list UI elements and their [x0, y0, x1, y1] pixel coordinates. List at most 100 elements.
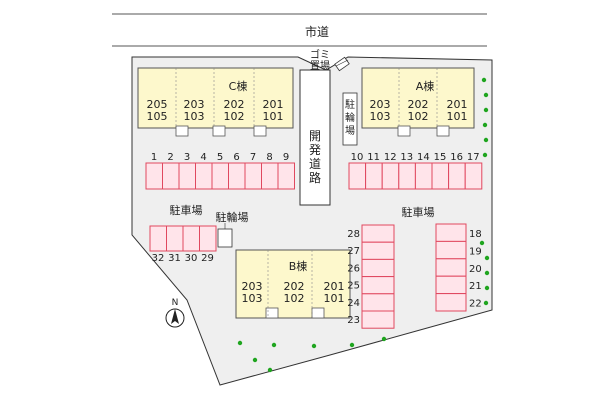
- road-label: 開発道路: [309, 129, 321, 185]
- parking-slot-17: [464, 162, 483, 190]
- tree-icon: [381, 336, 387, 342]
- parking-slot-32: [149, 225, 167, 252]
- parking-number-8: 8: [266, 152, 272, 163]
- parking-slot-24: [361, 293, 395, 312]
- tree-icon: [252, 357, 258, 363]
- tree-icon: [311, 343, 317, 349]
- north-arrow-icon: [171, 309, 179, 324]
- parking-slot-14: [414, 162, 433, 190]
- lot-outline: [131, 56, 493, 386]
- trees: [237, 77, 490, 373]
- unit-c-203: 203: [184, 98, 205, 111]
- tree-icon: [267, 367, 273, 373]
- tree-icon: [271, 342, 277, 348]
- parking-slot-7: [244, 162, 262, 190]
- garbage-area: ゴミ 置場: [310, 48, 350, 72]
- parking-number-5: 5: [217, 152, 223, 163]
- tree-icon: [483, 137, 489, 143]
- parking-number-27: 27: [347, 246, 360, 257]
- development-road: 開発道路: [299, 69, 331, 206]
- parking-number-14: 14: [417, 152, 430, 163]
- street: 市道: [112, 13, 487, 47]
- unit-c-103: 103: [184, 110, 205, 123]
- parking-number-24: 24: [347, 298, 360, 309]
- parking-number-2: 2: [167, 152, 173, 163]
- north-label: N: [172, 298, 179, 308]
- parking-label-left: 駐車場: [170, 203, 203, 217]
- parking-slot-31: [166, 225, 184, 252]
- tree-icon: [484, 270, 490, 276]
- parking-number-7: 7: [250, 152, 256, 163]
- street-label: 市道: [305, 24, 329, 39]
- parking-number-6: 6: [233, 152, 239, 163]
- building-a: A棟 203 103 202 102 201 101: [361, 67, 475, 137]
- parking-number-1: 1: [151, 152, 157, 163]
- bike-label-horizontal: 駐輪場: [216, 210, 249, 224]
- parking-slot-23: [361, 310, 395, 329]
- building-a-name: A棟: [416, 79, 435, 93]
- building-b: B棟 203 103 202 102 201 101: [235, 249, 351, 319]
- parking-number-17: 17: [467, 152, 480, 163]
- parking-number-25: 25: [347, 281, 360, 292]
- parking-number-16: 16: [450, 152, 463, 163]
- unit-a-102: 102: [408, 110, 429, 123]
- parking-number-3: 3: [184, 152, 190, 163]
- parking-slot-22: [435, 293, 467, 312]
- parking-number-22: 22: [469, 299, 482, 310]
- tree-icon: [484, 255, 490, 261]
- parking-number-13: 13: [400, 152, 413, 163]
- parking-slot-21: [435, 275, 467, 295]
- parking-number-10: 10: [351, 152, 364, 163]
- parking-slot-20: [435, 258, 467, 277]
- north-arrow: N: [165, 298, 185, 328]
- parking-slot-28: [361, 224, 395, 243]
- parking-number-4: 4: [200, 152, 206, 163]
- parking-number-21: 21: [469, 281, 482, 292]
- parking-number-31: 31: [168, 253, 181, 264]
- parking-number-30: 30: [185, 253, 198, 264]
- garbage-label-2: 置場: [310, 59, 330, 72]
- tree-icon: [237, 340, 243, 346]
- building-c-name: C棟: [229, 79, 248, 93]
- unit-c-105: 105: [147, 110, 168, 123]
- unit-b-101: 101: [324, 292, 345, 305]
- parking-slot-4: [195, 162, 213, 190]
- parking-number-12: 12: [384, 152, 397, 163]
- unit-a-201: 201: [447, 98, 468, 111]
- unit-a-101: 101: [447, 110, 468, 123]
- unit-a-203: 203: [370, 98, 391, 111]
- parking-slot-6: [228, 162, 246, 190]
- unit-a-202: 202: [408, 98, 429, 111]
- unit-c-205: 205: [147, 98, 168, 111]
- unit-b-102: 102: [284, 292, 305, 305]
- parking-number-19: 19: [469, 246, 482, 257]
- unit-c-202: 202: [224, 98, 245, 111]
- parking-slot-25: [361, 276, 395, 295]
- parking-slot-16: [448, 162, 466, 190]
- tree-icon: [482, 152, 488, 158]
- bike-label-vertical: 駐輪場: [345, 98, 355, 137]
- unit-a-103: 103: [370, 110, 391, 123]
- parking-slot-13: [398, 162, 416, 190]
- tree-icon: [484, 285, 490, 291]
- parking-number-32: 32: [152, 253, 165, 264]
- parking-slot-30: [182, 225, 200, 252]
- tree-icon: [481, 77, 487, 83]
- unit-b-103: 103: [242, 292, 263, 305]
- building-c: C棟 205 105 203 103 202 102 201 101: [137, 67, 294, 137]
- parking-slot-10: [348, 162, 367, 190]
- bike-parking-right: 駐輪場: [342, 92, 358, 146]
- parking-slot-29: [199, 225, 217, 252]
- unit-c-101: 101: [263, 110, 284, 123]
- parking-slot-8: [261, 162, 279, 190]
- garbage-label-1: ゴミ: [310, 48, 330, 61]
- parking-number-20: 20: [469, 264, 482, 275]
- tree-icon: [349, 342, 355, 348]
- tree-icon: [482, 122, 488, 128]
- tree-icon: [483, 92, 489, 98]
- parking-slot-11: [365, 162, 383, 190]
- parking-slot-18: [435, 223, 467, 242]
- unit-b-203: 203: [242, 280, 263, 293]
- parking-number-9: 9: [283, 152, 289, 163]
